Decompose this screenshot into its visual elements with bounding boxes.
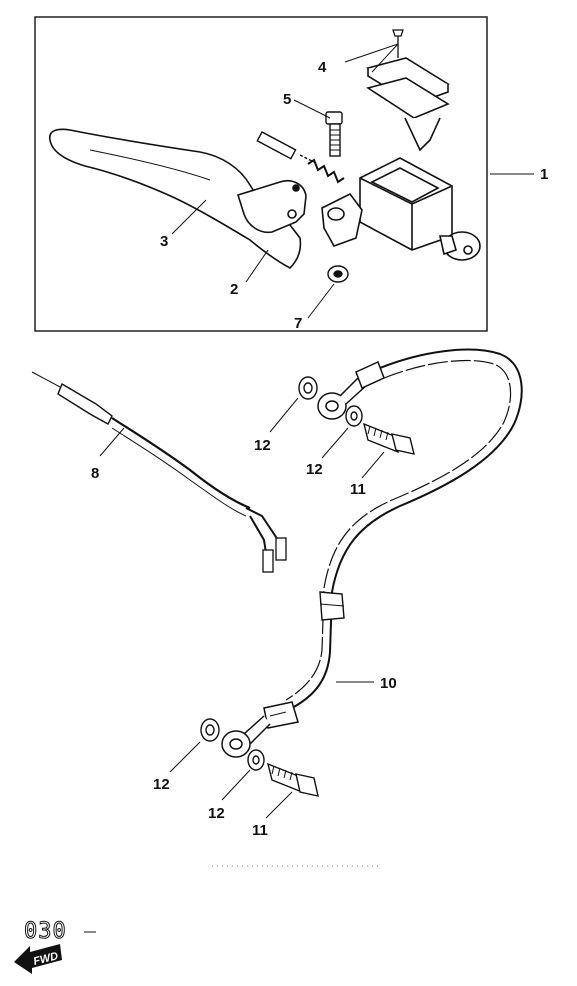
callout-12-lower-b: 12 xyxy=(208,805,225,822)
callout-12-lower-a: 12 xyxy=(153,776,170,793)
lever-pivot-bracket xyxy=(236,180,307,234)
callout-2: 2 xyxy=(230,281,238,298)
lower-washer-b xyxy=(247,749,265,771)
upper-washer-b xyxy=(345,405,363,427)
callout-3: 3 xyxy=(160,233,168,250)
master-cylinder-body xyxy=(359,157,481,261)
lower-leader-lines xyxy=(169,741,293,819)
assembly-frame xyxy=(34,16,488,332)
reservoir-cap xyxy=(365,57,450,152)
callout-12-upper-b: 12 xyxy=(306,461,323,478)
callout-11-upper: 11 xyxy=(350,481,366,498)
callout-1: 1 xyxy=(540,166,548,183)
pushrod-pin xyxy=(256,131,319,165)
callout-12-upper-a: 12 xyxy=(254,437,271,454)
lower-washer-a xyxy=(200,718,220,742)
callout-5: 5 xyxy=(283,91,291,108)
upper-union-bolt xyxy=(362,422,415,455)
cap-screw xyxy=(392,29,404,58)
leader-line-8 xyxy=(99,427,125,457)
lower-union-bolt xyxy=(266,762,319,797)
diagram-code: 030 xyxy=(24,919,67,944)
fwd-badge-label: FWD xyxy=(32,950,59,968)
upper-leader-lines xyxy=(269,397,385,479)
return-spring xyxy=(307,158,345,184)
pivot-bolt xyxy=(325,111,343,157)
callout-10: 10 xyxy=(380,675,397,692)
lower-banjo-fitting xyxy=(221,701,299,758)
lock-nut xyxy=(327,265,349,283)
fwd-arrow-icon: FWD xyxy=(14,944,62,974)
brake-switch-wire xyxy=(31,371,287,573)
callout-7: 7 xyxy=(294,315,302,332)
leader-lines-assembly xyxy=(171,43,534,319)
handlebar-clamp xyxy=(321,192,363,247)
brake-hose xyxy=(285,348,523,709)
upper-washer-a xyxy=(298,376,318,400)
callout-4: 4 xyxy=(318,59,327,76)
callout-11-lower: 11 xyxy=(252,822,268,839)
callout-8: 8 xyxy=(91,465,99,482)
